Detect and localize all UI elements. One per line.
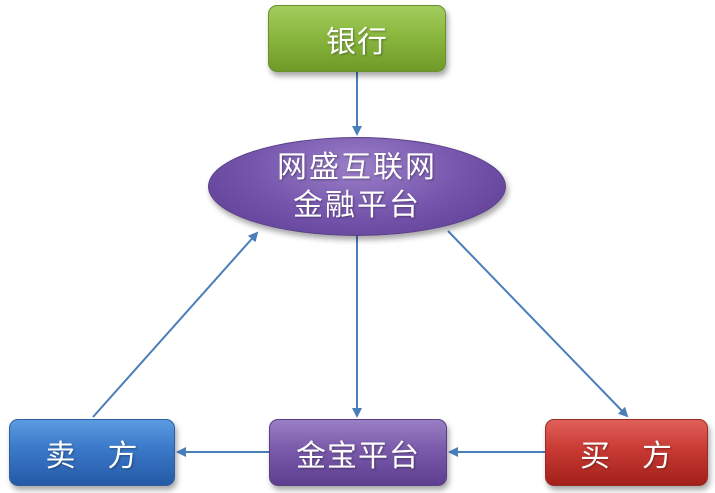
node-seller-label: 卖 方 (45, 438, 139, 474)
arrow-platform-to-buyer (447, 230, 629, 418)
node-seller: 卖 方 (9, 419, 175, 486)
node-buyer-label: 买 方 (580, 438, 673, 474)
node-platform: 网盛互联网 金融平台 (208, 137, 506, 236)
node-platform-label-line2: 金融平台 (293, 187, 421, 223)
node-buyer: 买 方 (545, 419, 708, 486)
node-gold-platform: 金宝平台 (269, 419, 447, 486)
node-bank: 银行 (268, 5, 446, 72)
arrow-seller-to-platform (92, 231, 259, 418)
node-platform-label-line1: 网盛互联网 (277, 149, 437, 185)
node-gold-platform-label: 金宝平台 (296, 438, 420, 474)
node-bank-label: 银行 (326, 24, 388, 60)
